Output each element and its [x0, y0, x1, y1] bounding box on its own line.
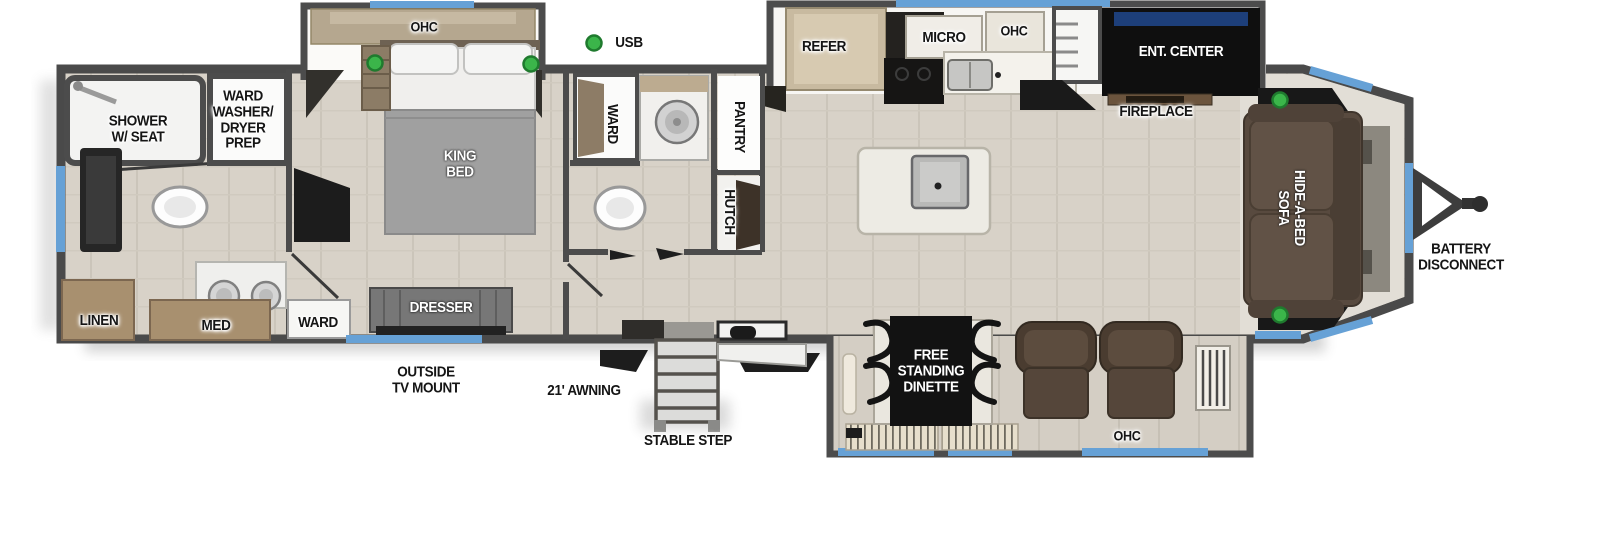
stairwell-landing [664, 322, 714, 339]
door-swing-bedroom [566, 262, 604, 298]
burner-icon [917, 67, 931, 81]
blind-corner [846, 428, 862, 438]
ward-washer-dryer-prep [207, 73, 290, 166]
mid-bath [573, 73, 760, 250]
usb-port-indicator [1271, 306, 1289, 324]
dinette-callout-box [890, 316, 972, 426]
kitchen-slide [766, 0, 1266, 104]
dinette-window [838, 448, 934, 456]
door-swing-rearbath [290, 252, 340, 300]
shower-head-icon [79, 85, 117, 105]
refrigerator-face [794, 14, 878, 84]
pantry-cabinet [718, 76, 760, 170]
usb-indicators [366, 34, 1289, 324]
dresser-tv-mount [376, 326, 506, 335]
hitch-a-frame-cutout [1422, 182, 1452, 226]
midbath-toilet-bowl [606, 197, 634, 219]
usb-port-indicator [1271, 91, 1289, 109]
cap-window-bottom [1308, 316, 1374, 342]
bath-tv-screen [86, 156, 116, 244]
recliner-seat [1023, 367, 1089, 419]
rear-wall-window [56, 166, 65, 252]
king-bed-blanket [384, 109, 536, 235]
step-foot [708, 420, 720, 432]
usb-port-indicator [522, 55, 540, 73]
toilet-bowl [164, 196, 196, 218]
hitch-tongue [1462, 198, 1478, 209]
sofa-armrest [1248, 300, 1344, 318]
faucet-icon [995, 72, 1001, 78]
bottom-wall-window [346, 335, 482, 343]
dinette-window [1082, 448, 1208, 456]
midbath-vanity-top [640, 76, 708, 92]
front-wall-window [1405, 163, 1413, 253]
sofa-back [1330, 118, 1360, 300]
door-leaf-midbath [610, 250, 636, 260]
bedroom-closet [294, 168, 350, 242]
island-sink-bowl [920, 162, 960, 202]
roller-shade [842, 353, 857, 415]
midbath-drain [673, 118, 681, 126]
shower [64, 75, 206, 166]
hitch-ball [1472, 196, 1488, 212]
kitchen-island [856, 146, 992, 236]
rear-bath [61, 73, 290, 341]
recliner-cushion [1024, 330, 1088, 366]
sofa-armrest [1248, 104, 1344, 122]
hitch [1413, 168, 1488, 240]
fireplace-insert [1126, 96, 1184, 103]
corner-counter [1020, 80, 1096, 110]
recliner-left [1015, 321, 1097, 419]
entry [600, 320, 820, 432]
kitchen-ohc-cabinet [985, 11, 1045, 53]
shower-head-icon [73, 81, 83, 91]
recliner-right [1099, 321, 1183, 419]
sofa-cushion [1249, 213, 1335, 305]
entry-platform [717, 343, 807, 368]
windows [56, 66, 1413, 343]
bedroom-slide-window [370, 1, 474, 8]
pillow [463, 43, 533, 75]
louver-panel [1195, 345, 1231, 411]
door-leaf-midbath-b [656, 248, 684, 260]
bedroom-ward [287, 299, 351, 339]
stairwell-opening [622, 320, 664, 339]
midbath-ward-door [578, 79, 604, 157]
pillow [389, 43, 459, 75]
dresser [369, 287, 513, 333]
grab-handle [730, 326, 756, 339]
bedroom-ohc-cabinet-face [330, 12, 516, 24]
headboard [380, 40, 540, 50]
usb-legend-dot [585, 34, 603, 52]
dinette-window [948, 448, 1012, 456]
recliner-cushion [1108, 330, 1174, 366]
linen-cabinet [61, 279, 135, 341]
step-shelf-unit [1052, 6, 1102, 84]
step-foot [654, 420, 666, 432]
burner-icon [895, 67, 909, 81]
window-blind-panel [941, 423, 1019, 451]
cooktop [884, 58, 944, 104]
bedroom [287, 40, 540, 339]
recliner-seat [1107, 367, 1175, 419]
awning-arm-left [600, 350, 648, 372]
tv-screen [1114, 12, 1248, 26]
front-living [1243, 88, 1390, 330]
bottom-wall-window-front [1255, 331, 1301, 339]
bedroom-curtain-left [306, 70, 344, 118]
sofa-cushion [1249, 119, 1335, 211]
island-faucet [934, 182, 942, 190]
kitchen-slide-window [896, 0, 1110, 7]
dinette-slide-wall [826, 336, 1254, 458]
med-cabinet [149, 299, 271, 341]
cap-window-top [1308, 66, 1374, 92]
hutch-cabinet [736, 180, 760, 250]
usb-port-indicator [366, 54, 384, 72]
